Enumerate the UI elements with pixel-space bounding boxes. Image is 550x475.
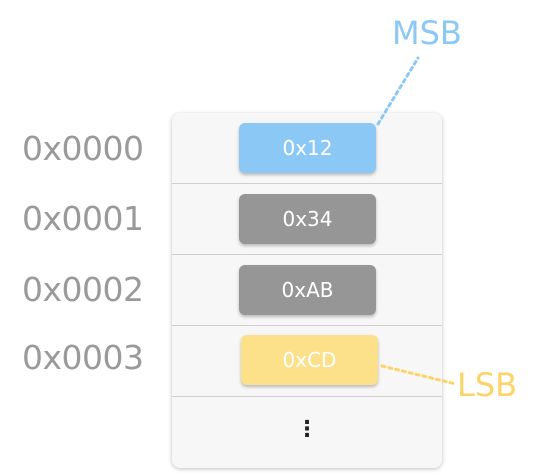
address-label-2: 0x0002 [22, 270, 144, 309]
msb-label: MSB [392, 14, 462, 52]
byte-box-3: 0xCD [241, 335, 378, 385]
address-label-3: 0x0003 [22, 338, 144, 377]
byte-box-1: 0x34 [239, 194, 376, 244]
memory-row-ellipsis: ⋮ [172, 397, 442, 468]
address-label-0: 0x0000 [22, 129, 144, 168]
lsb-connector [380, 364, 458, 386]
memory-row-2: 0xAB [172, 255, 442, 326]
byte-box-0: 0x12 [239, 123, 376, 173]
memory-row-0: 0x12 [172, 113, 442, 184]
byte-box-2: 0xAB [239, 265, 376, 315]
memory-row-1: 0x34 [172, 184, 442, 255]
memory-row-3: 0xCD [172, 326, 442, 397]
msb-connector [376, 56, 420, 126]
memory-panel: 0x12 0x34 0xAB 0xCD ⋮ [172, 113, 442, 468]
lsb-label: LSB [457, 366, 518, 404]
address-label-1: 0x0001 [22, 199, 144, 238]
ellipsis-icon: ⋮ [296, 417, 318, 442]
